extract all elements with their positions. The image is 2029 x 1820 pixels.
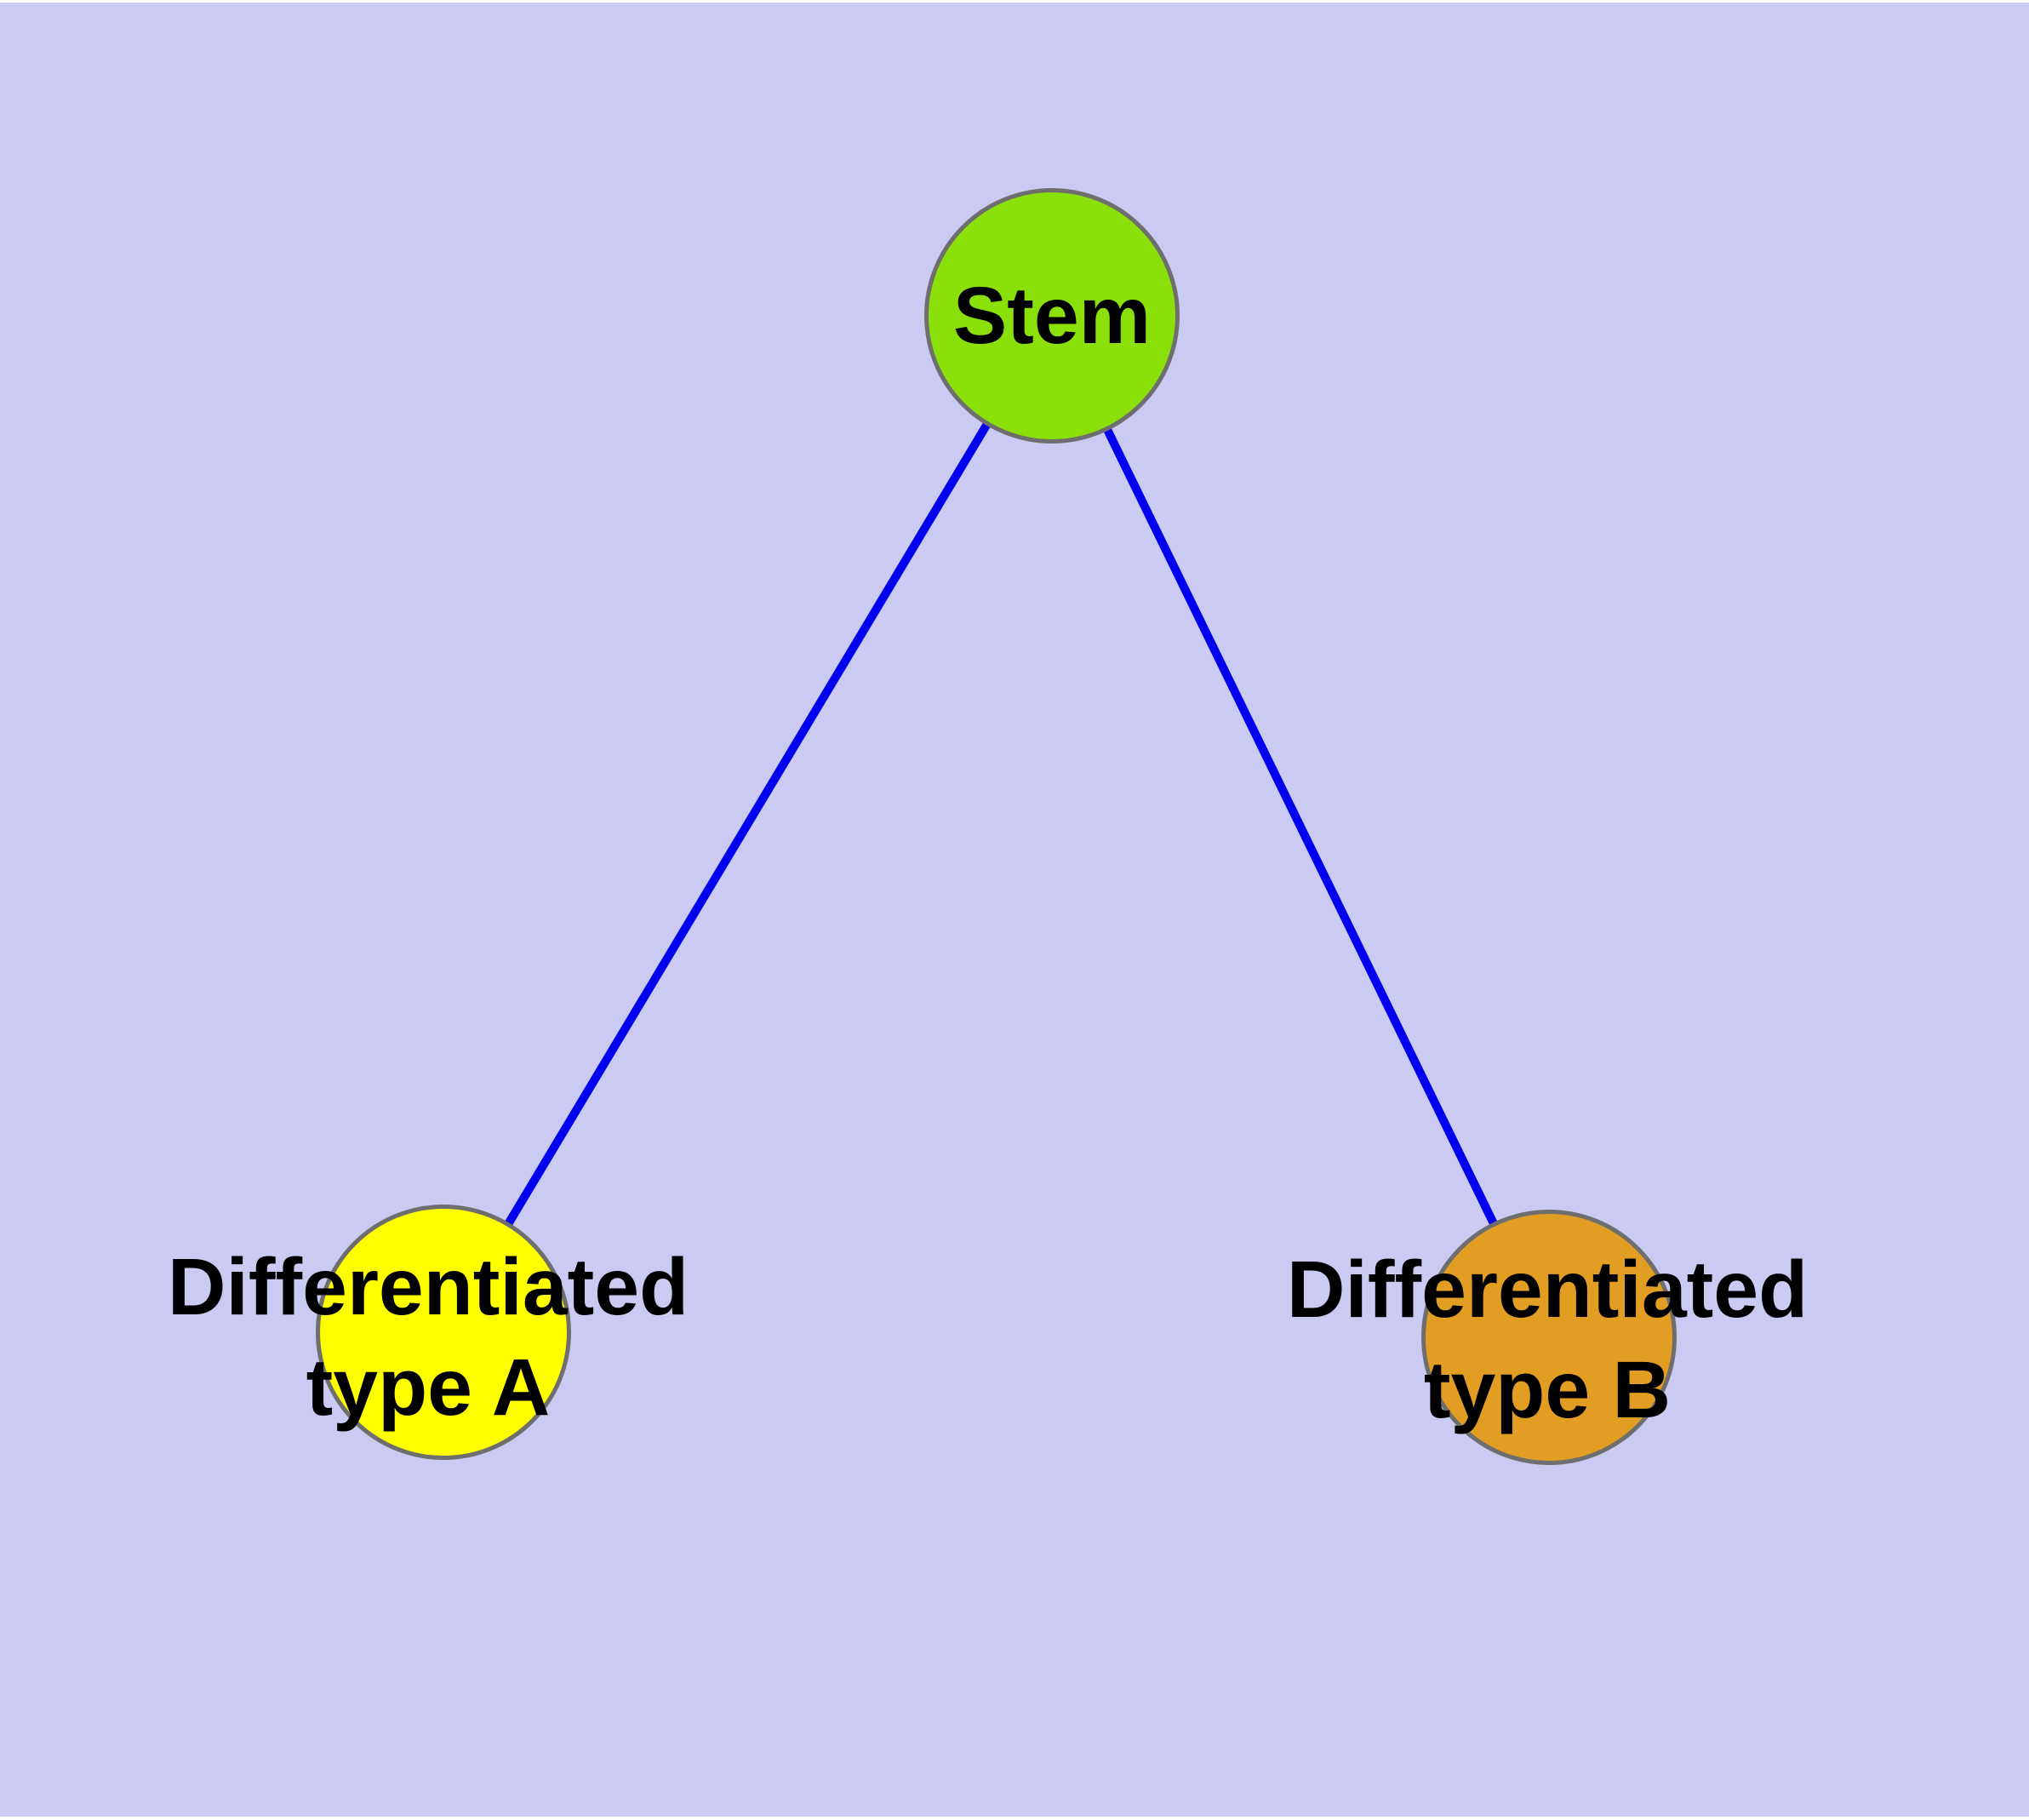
node-differentiated-type-a-label-line1: Differentiated [167, 1242, 689, 1332]
node-differentiated-type-b-label: Differentiated type B [1287, 1239, 1808, 1440]
node-stem: Stem [924, 188, 1180, 444]
node-differentiated-type-b-label-line1: Differentiated [1286, 1245, 1809, 1335]
edge-layer [439, 313, 1553, 1340]
node-differentiated-type-b-label-line2: type B [1423, 1345, 1672, 1435]
edge-stem-to-type-a [439, 313, 1056, 1335]
node-differentiated-type-b [1421, 1210, 1677, 1465]
node-differentiated-type-a [316, 1205, 571, 1460]
node-differentiated-type-a-label-line2: type A [306, 1342, 551, 1433]
edge-stem-to-type-b [1048, 313, 1553, 1340]
node-stem-label: Stem [952, 271, 1152, 361]
graph-canvas: Stem Differentiated type A Differentiate… [0, 3, 2029, 1817]
node-differentiated-type-a-label: Differentiated type A [168, 1237, 689, 1438]
